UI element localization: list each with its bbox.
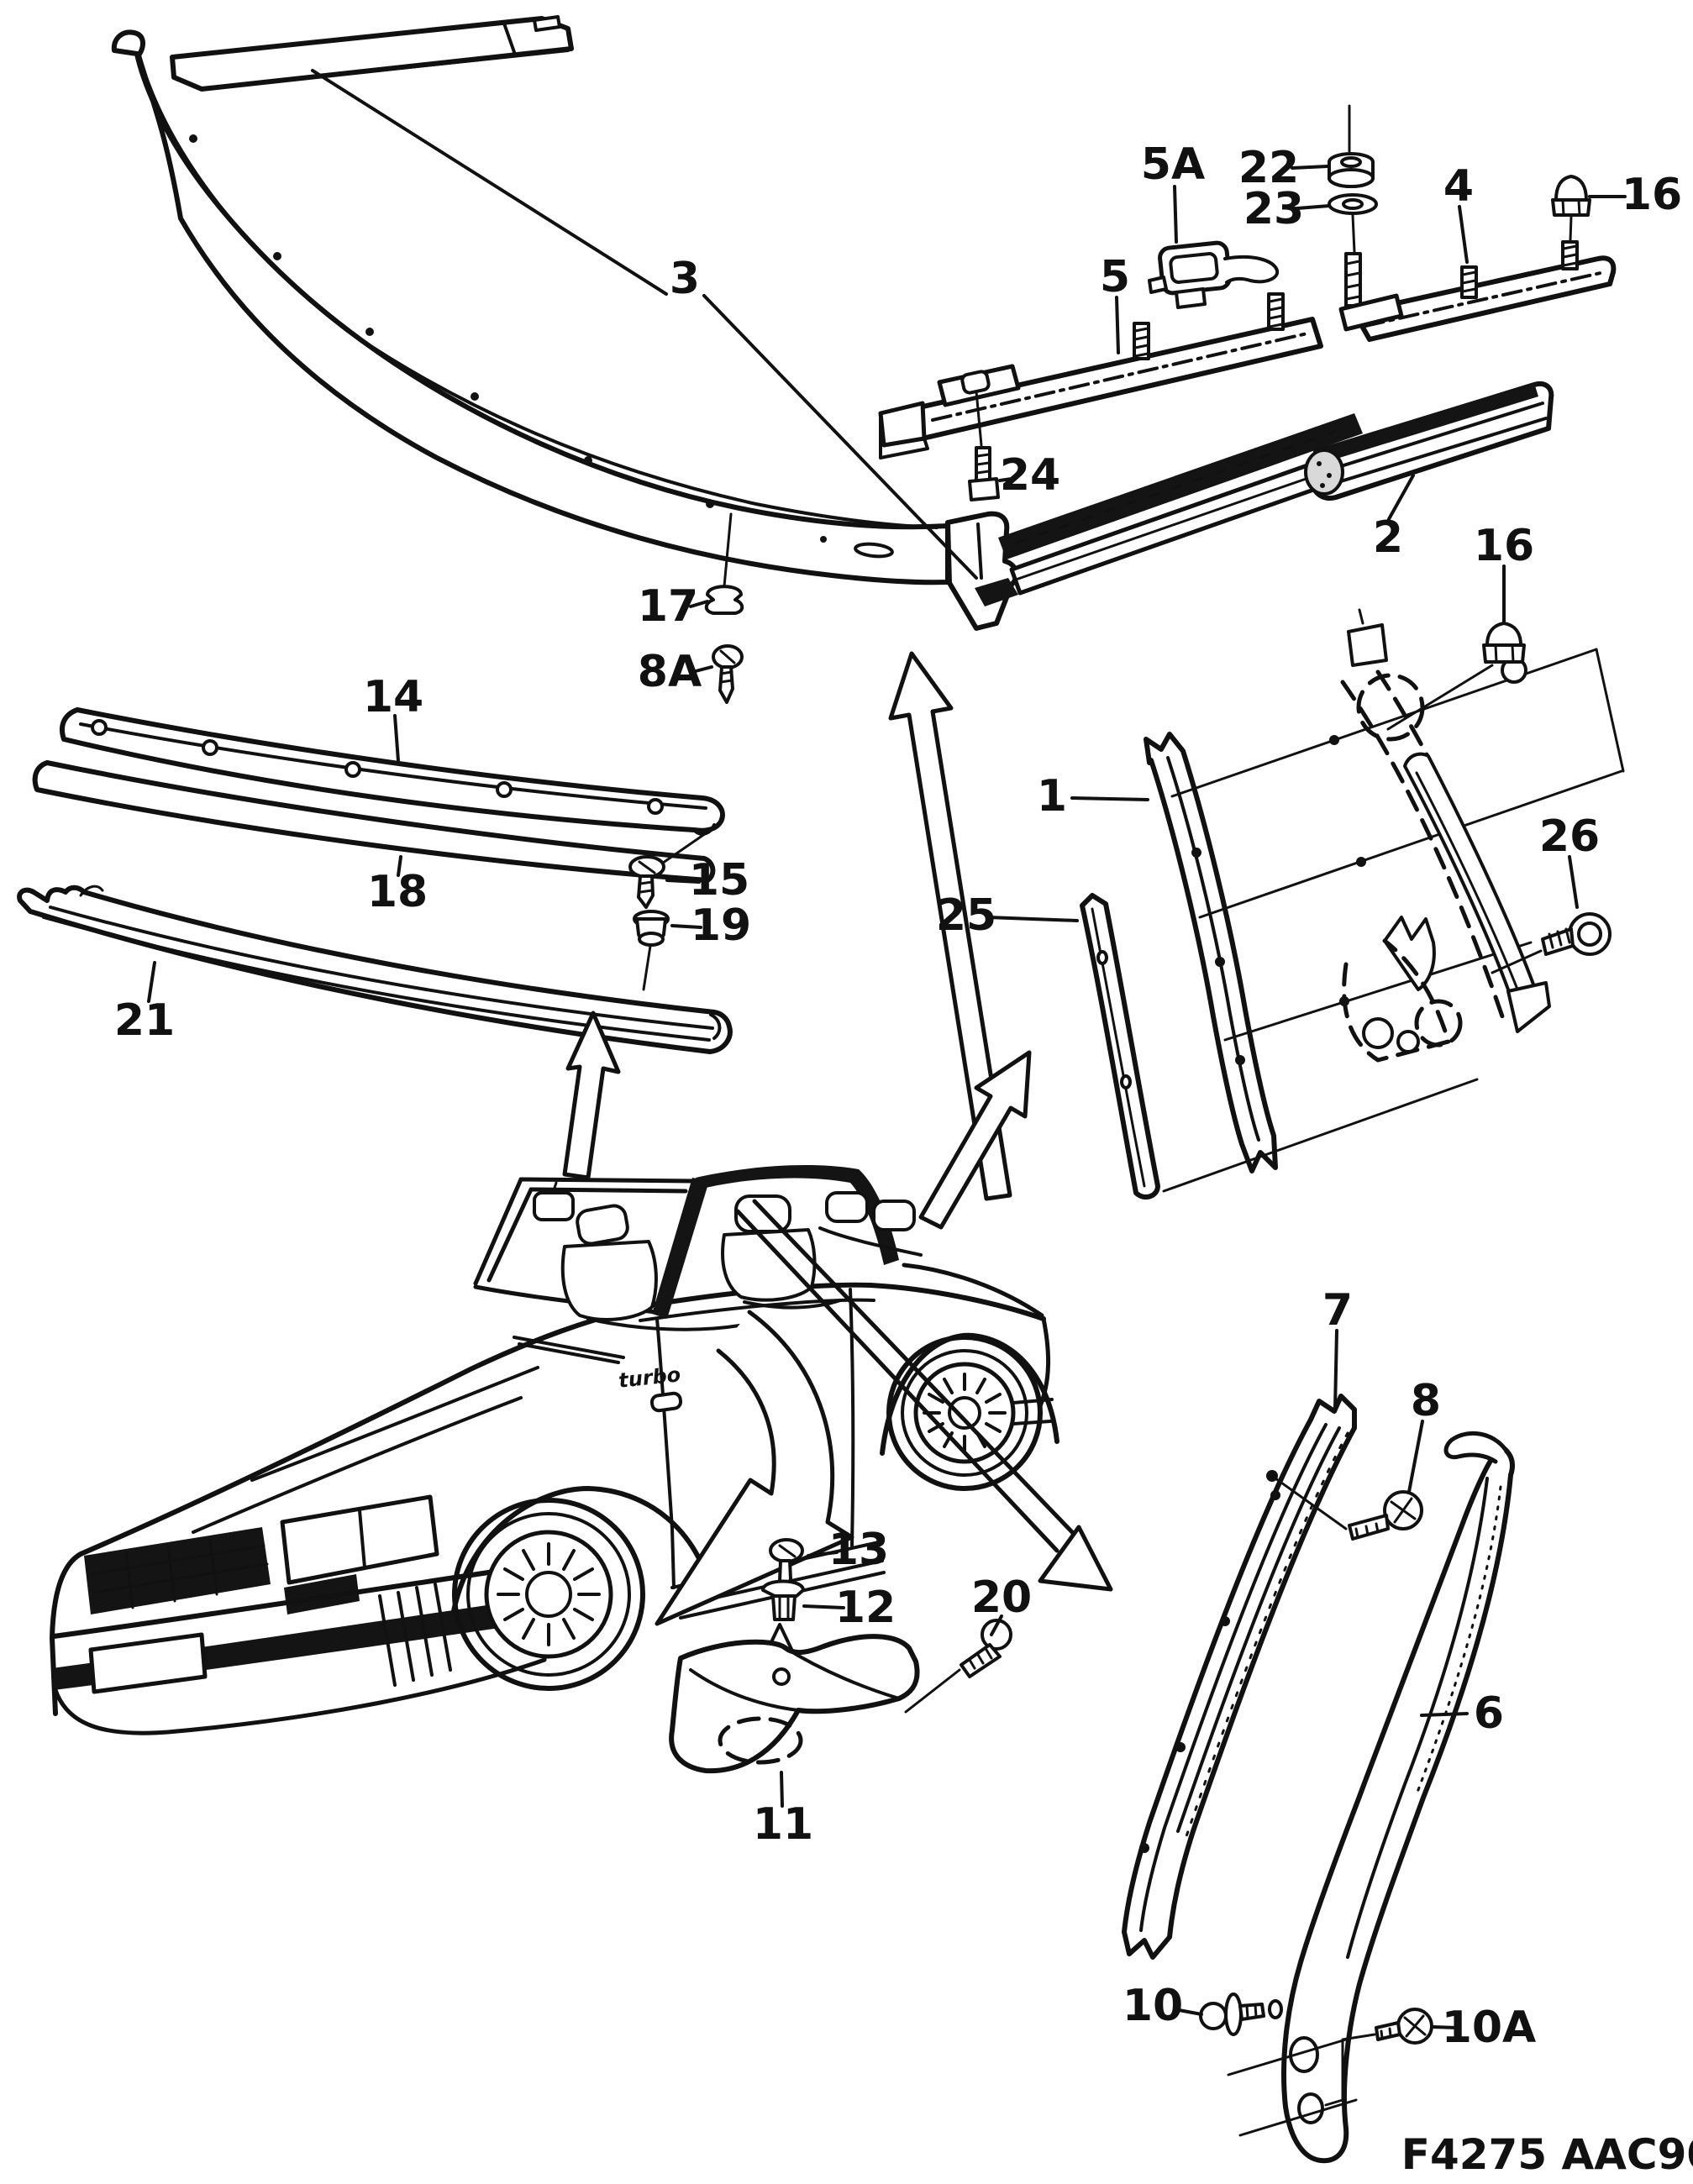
part-label-18: 18 [367,867,428,917]
finisher-rail-part4 [1338,175,1617,342]
part-label-3: 3 [670,254,700,304]
lower-channel-part21 [17,885,733,1054]
drip-moulding-part14 [60,707,725,836]
part-label-10a: 10A [1442,2003,1537,2053]
part-label-10: 10 [1123,1981,1183,2031]
part-label-8: 8 [1411,1376,1441,1426]
part-label-6: 6 [1474,1688,1504,1739]
part-label-19: 19 [691,900,751,951]
grommet-17-screw-8a [704,512,744,704]
door-glass-outline [1162,648,1625,1193]
part-label-11: 11 [753,1799,813,1850]
screw-10-icon [1199,1992,1283,2036]
screw-15-nut-19 [628,832,707,991]
clip-part5a [1148,240,1280,309]
part-label-4: 4 [1443,161,1474,212]
car-illustration: turbo [50,1165,1059,1735]
glass-run-part1 [1144,732,1278,1173]
arrow-up-right-icon [918,1050,1032,1230]
front-wheel [452,1498,645,1691]
leader-lines [147,69,1627,2029]
part-number-labels: 3 5A 22 23 4 16 5 24 2 16 17 8A 14 18 15… [114,139,1682,2053]
plug-and-flap-parts [669,1538,1012,1774]
window-regulator-dashed [1340,608,1551,1063]
header-rail-part3 [111,15,1019,631]
part-label-5a: 5A [1141,139,1205,190]
part-label-25: 25 [936,890,996,941]
arrow-curved-down-icon [655,1310,854,1626]
car-badge-turbo: turbo [618,1362,682,1393]
part-label-1: 1 [1037,771,1067,822]
arrow-up-left-icon [888,651,1012,1201]
part-label-14: 14 [363,672,423,722]
screw-8-icon [1266,1470,1423,1541]
part-label-23: 23 [1243,184,1304,234]
arrow-up-icon [562,1011,621,1180]
part-label-5: 5 [1100,252,1130,302]
screw-20-icon [904,1619,1012,1714]
part-label-8a: 8A [638,647,702,697]
moulding-part2 [1304,381,1554,501]
stud-icon [1133,292,1285,360]
part-label-22: 22 [1238,143,1299,193]
nut-16-mid-icon [1386,622,1526,731]
part-label-13: 13 [828,1525,889,1575]
washers-22-23 [1328,104,1378,307]
part-label-16-top: 16 [1622,170,1682,220]
part-label-21: 21 [114,995,175,1046]
part-label-16-mid: 16 [1474,521,1534,571]
cant-rail-part5 [878,292,1323,501]
part-label-17: 17 [638,581,698,632]
screw-24-icon [968,390,1000,501]
rear-wheel [886,1335,1043,1491]
arrow-long-diagonal-icon [735,1199,1113,1592]
seal-strip-part18 [32,760,716,883]
weatherstrip-strips [998,413,1380,596]
direction-arrows [562,651,1113,1682]
bolt-26-icon [1491,912,1612,974]
pillar-moulding-part6 [1227,1431,1515,2164]
part-label-20: 20 [971,1572,1032,1623]
nut-16-top-icon [1551,175,1591,242]
screw-10a-icon [1324,2008,1433,2107]
part-label-2: 2 [1373,512,1403,563]
part-label-12: 12 [835,1583,896,1633]
part-label-26: 26 [1539,811,1600,862]
pillar-trim-part7 [1122,1394,1357,1960]
part-label-7: 7 [1322,1285,1353,1336]
drawing-code: F4275 AAC90 [1401,2130,1693,2179]
part-label-24: 24 [1000,450,1060,501]
filler-strip-part25 [1080,893,1160,1200]
part-label-15: 15 [689,855,749,906]
